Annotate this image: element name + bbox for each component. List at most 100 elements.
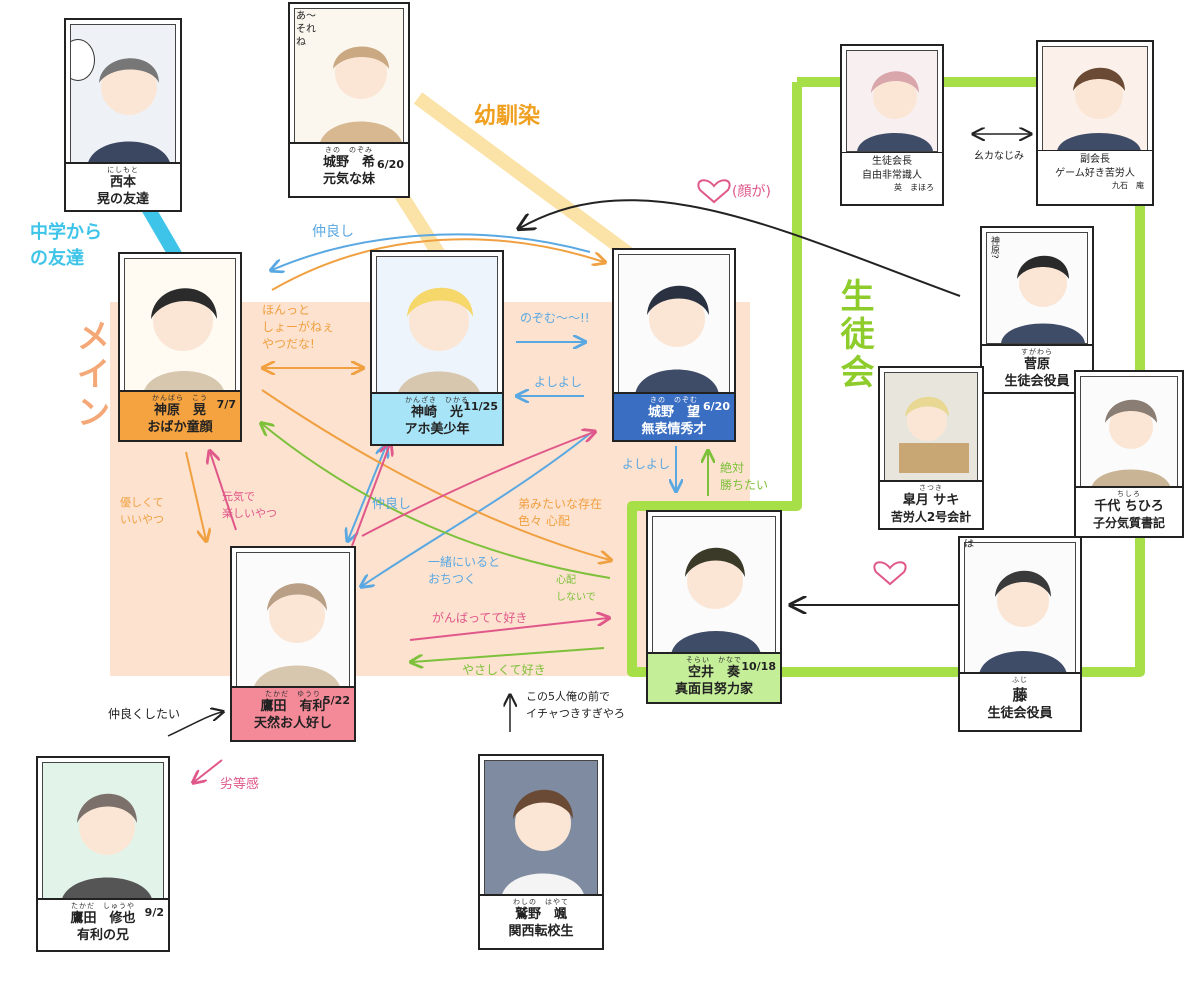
birthday: 11/25 <box>463 400 498 413</box>
label-fuji: ふじ 藤 生徒会役員 <box>960 672 1080 730</box>
note-genkide: 元気で 楽しいやつ <box>222 490 277 520</box>
label-kaichou: 生徒会長 自由非常識人 英 まほろ <box>842 152 942 204</box>
label-fukukaichou: 副会長 ゲーム好き苦労人 九石 庵 <box>1038 150 1152 204</box>
label-akira: かんばら こう 神原 晃 おばか童顔 7/7 <box>120 390 240 440</box>
arrow-shuya <box>167 712 222 737</box>
label-shuya: たかだ しゅうや 鷹田 修也 有利の兄 9/2 <box>38 898 168 950</box>
note-yasashikute: 優しくて いいやつ <box>120 496 164 526</box>
card-akira[interactable]: かんばら こう 神原 晃 おばか童顔 7/7 <box>118 252 242 442</box>
note-ganbatte: がんばってて好き <box>432 611 528 625</box>
arrow-nozomu-to-yuri <box>362 431 593 586</box>
arrow-yuri-to-kanade <box>409 618 608 641</box>
arrow-yuri-to-akira <box>210 452 237 531</box>
note-shinpai: 心配 しないで <box>556 575 596 603</box>
osananajimi-band <box>413 92 645 268</box>
portrait-nishimoto <box>70 24 176 168</box>
birthday: 6/20 <box>703 400 730 413</box>
label-nozomi-sister: きの のぞみ 城野 希 元気な妹 6/20 <box>290 142 408 196</box>
arrow-hikaru-yuri <box>348 446 386 540</box>
label-satsuki: さつき 皐月 サキ 苦労人2号会計 <box>880 480 982 528</box>
arrow-kanade-to-akira <box>262 424 611 579</box>
card-hikaru[interactable]: かんざき ひかる 神崎 光 アホ美少年 11/25 <box>370 250 504 446</box>
note-honnto: ほんっと しょーがねぇ やつだな! <box>262 303 335 351</box>
speech-bubble-sugawara: 神原? <box>989 236 999 259</box>
note-nakayoshi-mid: 仲良し <box>372 497 412 512</box>
card-nishimoto[interactable]: にしもと 西本 晃の友達 <box>64 18 182 212</box>
portrait-satsuki <box>884 372 978 484</box>
portrait-hikaru <box>376 256 498 398</box>
note-yasashikute-suki: やさしくて好き <box>462 663 546 677</box>
label-chishiro: ちしろ 千代 ちひろ 子分気質書記 <box>1076 486 1182 536</box>
council-group-label: 生徒会 <box>834 278 874 392</box>
card-hayate[interactable]: わしの はやて 鷲野 颯 関西転校生 <box>478 754 604 950</box>
heart-icon <box>697 179 731 204</box>
note-yoshiyoshi-2: よしよし <box>622 457 671 471</box>
note-nakayoshi-top: 仲良し <box>312 224 354 240</box>
note-nakayoku: 仲良くしたい <box>108 707 181 721</box>
arrow-nozomu-to-akira <box>272 233 591 270</box>
arrow-akira-to-kanade <box>261 389 610 560</box>
portrait-shuya <box>42 762 164 904</box>
chugaku-band <box>141 204 183 260</box>
osananajimi-label: 幼馴染 <box>474 104 541 129</box>
arrow-yuri-to-hikaru <box>351 444 390 547</box>
label-kanade: そらい かなで 空井 奏 真面目努力家 10/18 <box>648 652 780 702</box>
note-osananajimi-small: 幺カなじみ <box>974 151 1024 162</box>
portrait-nozomu <box>618 254 730 396</box>
portrait-kaichou <box>846 50 938 152</box>
arrow-akira-to-yuri <box>185 451 206 540</box>
card-fukukaichou[interactable]: 副会長 ゲーム好き苦労人 九石 庵 <box>1036 40 1154 206</box>
label-hayate: わしの はやて 鷲野 颯 関西転校生 <box>480 894 602 948</box>
card-satsuki[interactable]: さつき 皐月 サキ 苦労人2号会計 <box>878 366 984 530</box>
speech-bubble-nozomi-sister: あ〜 それ ね <box>296 11 316 48</box>
char-tag: 晃の友達 <box>96 192 149 207</box>
card-kaichou[interactable]: 生徒会長 自由非常識人 英 まほろ <box>840 44 944 206</box>
arrow-kanade-to-yuri <box>412 647 605 662</box>
portrait-sugawara <box>986 232 1088 344</box>
portrait-chishiro <box>1080 376 1178 490</box>
portrait-yuri <box>236 552 350 692</box>
note-kono5nin: この5人俺の前で イチャつきすぎやろ <box>526 690 625 720</box>
card-fuji[interactable]: は ふじ 藤 生徒会役員 <box>958 536 1082 732</box>
char-name: 西本 <box>109 175 136 190</box>
birthday: 10/18 <box>741 660 776 673</box>
portrait-hayate <box>484 760 598 900</box>
osananajimi-band-2 <box>392 186 446 260</box>
note-issho: 一緒にいると おちつく <box>428 555 501 586</box>
chugaku-label: 中学から の友達 <box>30 222 102 269</box>
note-nozomu-call: のぞむ〜〜!! <box>520 311 590 325</box>
birthday: 6/20 <box>377 158 404 171</box>
card-chishiro[interactable]: ちしろ 千代 ちひろ 子分気質書記 <box>1074 370 1184 538</box>
portrait-kanade <box>652 516 776 656</box>
label-nozomu: きの のぞむ 城野 望 無表情秀才 6/20 <box>614 392 734 440</box>
note-zettai: 絶対 勝ちたい <box>720 461 769 492</box>
card-shuya[interactable]: たかだ しゅうや 鷹田 修也 有利の兄 9/2 <box>36 756 170 952</box>
label-nishimoto: にしもと 西本 晃の友達 <box>66 162 180 210</box>
speech-bubble-fuji: は <box>964 539 974 550</box>
note-kao: (顔が) <box>732 184 771 200</box>
note-yoshiyoshi-1: よしよし <box>534 375 583 389</box>
portrait-fuji <box>964 542 1076 676</box>
arrow-akira-to-nozomu <box>271 238 604 291</box>
label-hikaru: かんざき ひかる 神崎 光 アホ美少年 11/25 <box>372 392 502 444</box>
arrow-sugawara-to-hikaru <box>520 199 961 297</box>
card-kanade[interactable]: そらい かなで 空井 奏 真面目努力家 10/18 <box>646 510 782 704</box>
note-rettoukan: 劣等感 <box>220 777 260 792</box>
arrow-rettoukan <box>194 759 223 782</box>
birthday: 7/7 <box>216 398 236 411</box>
heart-icon-2 <box>873 561 907 586</box>
card-yuri[interactable]: たかだ ゆうり 鷹田 有利 天然お人好し 5/22 <box>230 546 356 742</box>
note-otouto: 弟みたいな存在 色々 心配 <box>518 497 603 528</box>
portrait-nozomi-sister <box>294 8 404 148</box>
card-sugawara[interactable]: 神原? すがわら 菅原 生徒会役員 <box>980 226 1094 394</box>
birthday: 5/22 <box>323 694 350 707</box>
card-nozomu[interactable]: きの のぞむ 城野 望 無表情秀才 6/20 <box>612 248 736 442</box>
portrait-fukukaichou <box>1042 46 1148 152</box>
arrow-yuri-to-nozomu <box>361 432 594 537</box>
label-yuri: たかだ ゆうり 鷹田 有利 天然お人好し 5/22 <box>232 686 354 740</box>
label-sugawara: すがわら 菅原 生徒会役員 <box>982 344 1092 392</box>
card-nozomi-sister[interactable]: あ〜 それ ね きの のぞみ 城野 希 元気な妹 6/20 <box>288 2 410 198</box>
birthday: 9/2 <box>144 906 164 919</box>
portrait-akira <box>124 258 236 396</box>
